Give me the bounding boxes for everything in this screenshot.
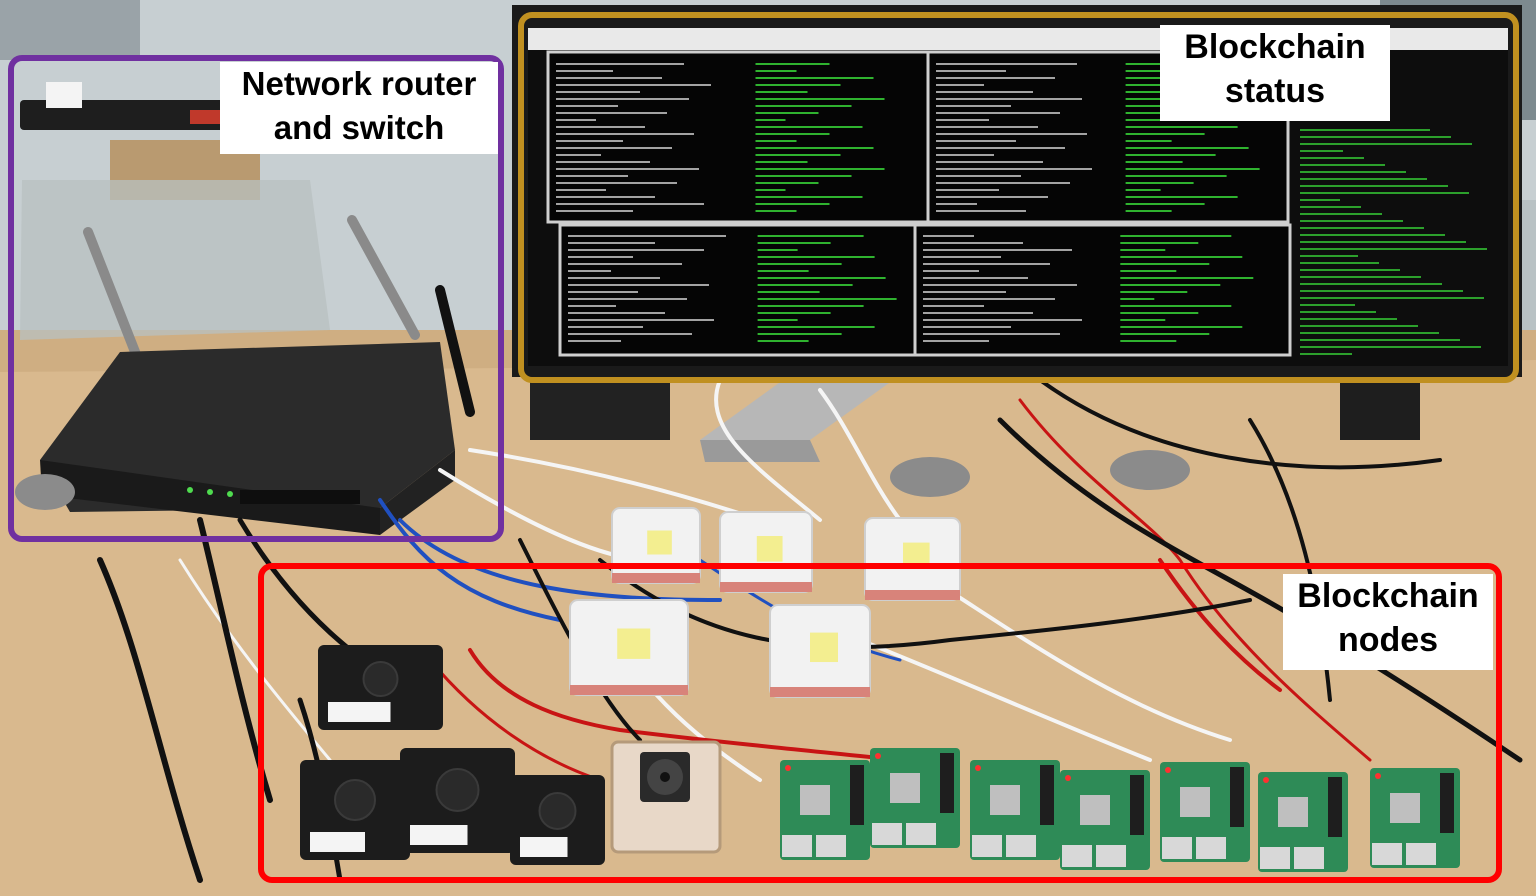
power-brick — [1340, 380, 1420, 440]
pi-power-led — [785, 765, 791, 771]
window-background — [0, 0, 140, 60]
pi-usb-port — [782, 835, 812, 857]
pi-gpio-header — [1130, 775, 1144, 835]
terminal-text-lines — [556, 63, 1487, 355]
cable-grommet-3 — [15, 474, 75, 510]
black-case-fan-vent — [435, 768, 480, 812]
glass-divider-left — [20, 180, 330, 340]
cable — [858, 638, 1152, 762]
sticky-note — [756, 536, 783, 562]
router-label-line1: Network router — [241, 65, 477, 102]
white-case-base — [612, 573, 700, 583]
cable — [714, 378, 822, 522]
pi-usb-port — [1294, 847, 1324, 869]
black-case-label — [328, 702, 391, 722]
pi-power-led — [875, 753, 881, 759]
pi-usb-port — [1372, 843, 1402, 865]
pi-usb-port — [1196, 837, 1226, 859]
pi-usb-port — [1096, 845, 1126, 867]
power-strip-switch — [190, 110, 220, 124]
black-case-fan-vent — [334, 779, 376, 821]
cable — [818, 388, 902, 522]
cable — [97, 557, 203, 883]
pi-gpio-header — [850, 765, 864, 825]
white-case-base — [770, 687, 870, 697]
network-router — [40, 215, 475, 535]
raspberry-pi-boards — [780, 748, 1460, 872]
status-highlight-box — [518, 12, 1519, 383]
pi-power-led — [1263, 777, 1269, 783]
pi-usb-port — [1162, 837, 1192, 859]
white-case-base — [570, 685, 688, 695]
black-case-fan-vent — [538, 792, 577, 830]
pi-gpio-header — [1040, 765, 1054, 825]
cable — [428, 658, 602, 782]
black-case-label — [410, 825, 468, 845]
pi-cpu — [800, 785, 830, 815]
pi-cpu — [1390, 793, 1420, 823]
nodes-label-line2: nodes — [1337, 621, 1439, 659]
pi-usb-port — [906, 823, 936, 845]
pi-gpio-header — [940, 753, 954, 813]
pi-cpu — [1080, 795, 1110, 825]
status-label-line1: Blockchain — [1184, 28, 1366, 66]
pi-gpio-header — [1230, 767, 1244, 827]
sticky-note — [617, 628, 651, 659]
nodes-highlight-box — [258, 563, 1502, 883]
cable — [1158, 558, 1282, 692]
pi-power-led — [1375, 773, 1381, 779]
pi-usb-port — [1406, 843, 1436, 865]
pi-usb-port — [1062, 845, 1092, 867]
cable — [468, 648, 902, 762]
pi-power-led — [1165, 767, 1171, 773]
pi-power-led — [975, 765, 981, 771]
black-case-fan-vent — [362, 661, 399, 697]
black-case-label — [520, 837, 568, 857]
cable-grommet-1 — [890, 457, 970, 497]
cables — [97, 378, 1523, 883]
nodes-label-line1: Blockchain — [1297, 577, 1479, 615]
pi-gpio-header — [1440, 773, 1454, 833]
sticky-note — [647, 530, 672, 555]
terminal-window-1 — [546, 50, 930, 224]
nodes-label: Blockchain nodes — [1283, 574, 1493, 670]
router-label-line2: and switch — [273, 109, 445, 146]
cable — [378, 498, 562, 622]
pi-usb-port — [816, 835, 846, 857]
pi-usb-port — [1006, 835, 1036, 857]
pi-cpu — [890, 773, 920, 803]
cable — [1038, 378, 1442, 470]
monitor-stand — [700, 375, 900, 440]
pi-usb-port — [872, 823, 902, 845]
pi-usb-port — [972, 835, 1002, 857]
router-label: Network router and switch — [220, 62, 498, 154]
white-case-base — [720, 582, 812, 592]
status-label: Blockchain status — [1160, 25, 1390, 121]
cable-grommet-2 — [1110, 450, 1190, 490]
black-device — [530, 380, 670, 440]
cable — [598, 558, 1252, 650]
status-label-line2: status — [1224, 72, 1326, 110]
black-node-cases — [300, 645, 605, 865]
pi-gpio-header — [1328, 777, 1342, 837]
pi-cpu — [990, 785, 1020, 815]
pi-power-led — [1065, 775, 1071, 781]
pi-cpu — [1278, 797, 1308, 827]
clear-case-node — [610, 740, 722, 854]
pi-usb-port — [1260, 847, 1290, 869]
router-highlight-box — [8, 55, 504, 542]
sticky-note — [810, 632, 838, 663]
white-case-base — [865, 590, 960, 600]
black-case-label — [310, 832, 365, 852]
pi-cpu — [1180, 787, 1210, 817]
cable — [1018, 398, 1372, 762]
power-adapter — [46, 82, 82, 108]
